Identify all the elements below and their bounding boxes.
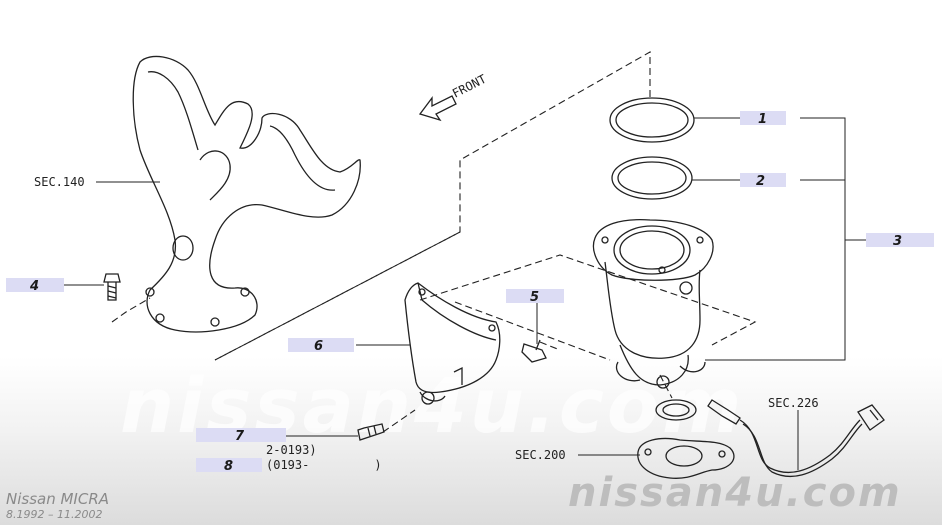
watermark-corner: nissan4u.com — [568, 470, 902, 516]
bolt-7-8 — [357, 423, 385, 441]
exhaust-manifold — [132, 55, 361, 333]
model-name: Nissan MICRA — [6, 490, 109, 508]
callout-4-box — [6, 278, 64, 292]
bolt-4 — [103, 273, 121, 301]
flange-gasket — [637, 437, 735, 479]
callout-5-box — [506, 289, 564, 303]
assembly-dashed-lines — [111, 51, 757, 433]
callout-6: 6 — [314, 339, 323, 354]
gasket-ring-small — [655, 399, 697, 421]
callout-3: 3 — [893, 234, 902, 249]
sec226-label: SEC.226 — [768, 396, 819, 410]
callout-2-box — [740, 173, 786, 187]
heat-shield — [404, 282, 501, 405]
callout-8-box — [196, 458, 262, 472]
front-direction-arrow: FRONT — [418, 72, 489, 122]
oxygen-sensor — [707, 399, 885, 478]
sec140-label: SEC.140 — [34, 175, 85, 189]
date-note-8: (0193- ) — [266, 458, 382, 472]
gasket-ring-1 — [609, 97, 695, 143]
callout-7-box — [196, 428, 286, 442]
callout-8: 8 — [224, 459, 233, 474]
sec200-label: SEC.200 — [515, 448, 566, 462]
date-note-7: 2-0193) — [266, 443, 317, 457]
callout-6-box — [288, 338, 354, 352]
callout-4: 4 — [29, 279, 39, 294]
gasket-ring-2 — [611, 156, 693, 200]
callout-7: 7 — [235, 429, 245, 444]
bolt-5 — [521, 339, 547, 363]
model-dates: 8.1992 – 11.2002 — [6, 508, 102, 521]
callout-1: 1 — [758, 112, 767, 127]
front-label: FRONT — [450, 72, 489, 101]
callout-5: 5 — [530, 290, 539, 305]
callout-2: 2 — [756, 174, 765, 189]
catalytic-converter — [592, 219, 714, 389]
callout-1-box — [740, 111, 786, 125]
callout-3-box — [866, 233, 934, 247]
